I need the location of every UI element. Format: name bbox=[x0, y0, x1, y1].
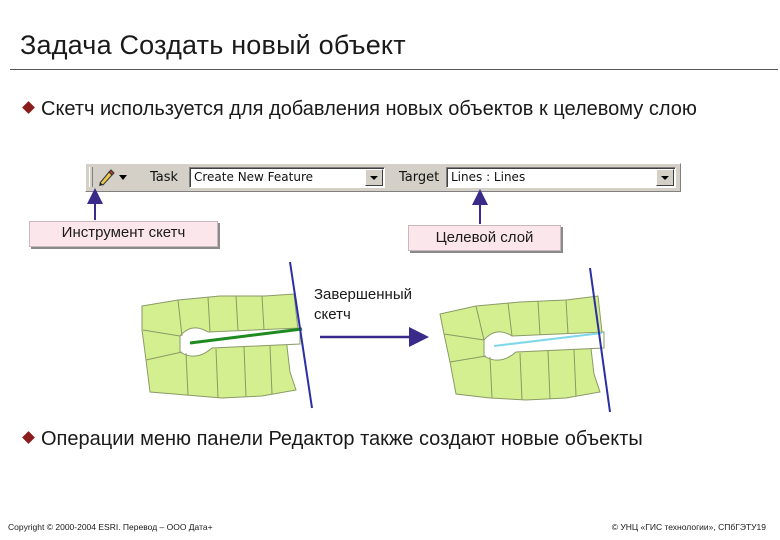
task-label: Task bbox=[150, 170, 179, 185]
bullet-item: Скетч используется для добавления новых … bbox=[22, 95, 754, 123]
toolbar-grip[interactable] bbox=[89, 167, 93, 187]
finished-sketch-line bbox=[493, 332, 603, 347]
chevron-down-icon[interactable] bbox=[656, 169, 674, 186]
editor-toolbar: Task Create New Feature Target Lines : L… bbox=[85, 163, 681, 192]
sketch-tool-callout: Инструмент скетч bbox=[29, 221, 218, 247]
finished-sketch-line1: Завершенный bbox=[314, 286, 412, 303]
footer-credit: © УНЦ «ГИС технологии», СПбГЭТУ19 bbox=[611, 522, 766, 532]
title-divider bbox=[10, 69, 778, 70]
parcel-map-before bbox=[141, 293, 303, 399]
pencil-sketch-icon[interactable] bbox=[96, 169, 116, 187]
finished-sketch-line2: скетч bbox=[314, 306, 351, 323]
road-line bbox=[589, 267, 611, 413]
bullet-item: Операции меню панели Редактор также созд… bbox=[22, 425, 754, 453]
bullet-text: Скетч используется для добавления новых … bbox=[41, 98, 697, 120]
slide-title: Задача Создать новый объект bbox=[20, 30, 406, 60]
chevron-down-icon[interactable] bbox=[119, 175, 127, 180]
road-line bbox=[289, 261, 313, 409]
chevron-down-icon[interactable] bbox=[365, 169, 383, 186]
target-label: Target bbox=[399, 170, 440, 185]
sketch-line bbox=[189, 327, 303, 345]
target-dropdown[interactable]: Lines : Lines bbox=[446, 167, 676, 188]
task-dropdown[interactable]: Create New Feature bbox=[189, 167, 385, 188]
target-layer-callout: Целевой слой bbox=[408, 225, 561, 251]
target-value: Lines : Lines bbox=[451, 170, 526, 184]
finished-sketch-label: Завершенный скетч bbox=[314, 285, 412, 325]
bullet-text: Операции меню панели Редактор также созд… bbox=[41, 428, 643, 450]
footer-copyright: Copyright © 2000-2004 ESRI. Перевод – ОО… bbox=[8, 522, 213, 532]
task-value: Create New Feature bbox=[194, 170, 314, 184]
parcel-map-after bbox=[439, 295, 605, 401]
